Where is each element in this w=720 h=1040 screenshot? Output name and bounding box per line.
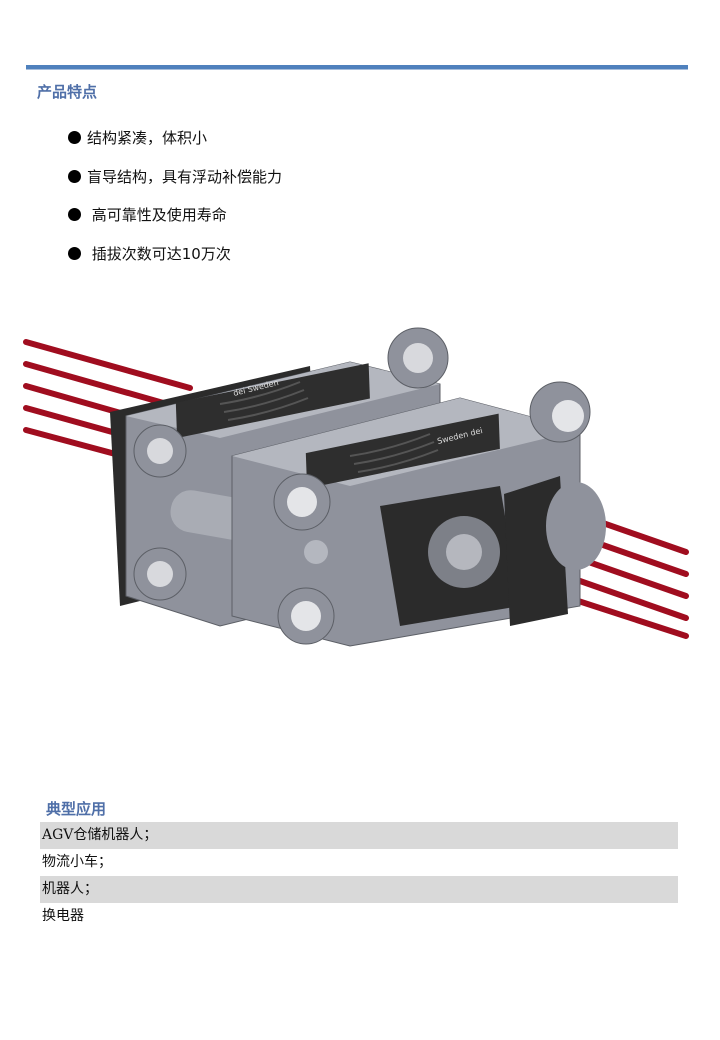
bullet-icon <box>68 246 81 260</box>
feature-item: 盲导结构，具有浮动补偿能力 <box>68 167 282 206</box>
feature-item: 高可靠性及使用寿命 <box>68 205 282 244</box>
bullet-icon <box>68 131 81 144</box>
bullet-icon <box>68 169 81 183</box>
feature-text: 插拔次数可达10万次 <box>87 244 231 263</box>
application-row: 机器人； <box>40 876 678 903</box>
feature-text: 结构紧凑，体积小 <box>87 129 208 147</box>
header-divider <box>26 65 688 70</box>
features-title: 产品特点 <box>37 83 98 101</box>
features-list: 结构紧凑，体积小 盲导结构，具有浮动补偿能力 高可靠性及使用寿命 插拔次数可达1… <box>68 128 282 282</box>
applications-title: 典型应用 <box>46 800 107 818</box>
application-row: 物流小车； <box>42 854 112 870</box>
feature-item: 结构紧凑，体积小 <box>68 128 282 167</box>
bullet-icon <box>68 208 81 221</box>
feature-text: 高可靠性及使用寿命 <box>87 206 227 224</box>
right-housing: Sweden dei <box>231 381 606 647</box>
application-row: 换电器 <box>42 908 84 924</box>
feature-item: 插拔次数可达10万次 <box>68 244 282 283</box>
application-row: AGV仓储机器人； <box>40 822 678 849</box>
feature-text: 盲导结构，具有浮动补偿能力 <box>87 167 283 186</box>
applications-table: AGV仓储机器人； 物流小车； 机器人； 换电器 <box>40 822 678 930</box>
connector-product-image: dei Sweden Sweden dei <box>23 327 689 647</box>
